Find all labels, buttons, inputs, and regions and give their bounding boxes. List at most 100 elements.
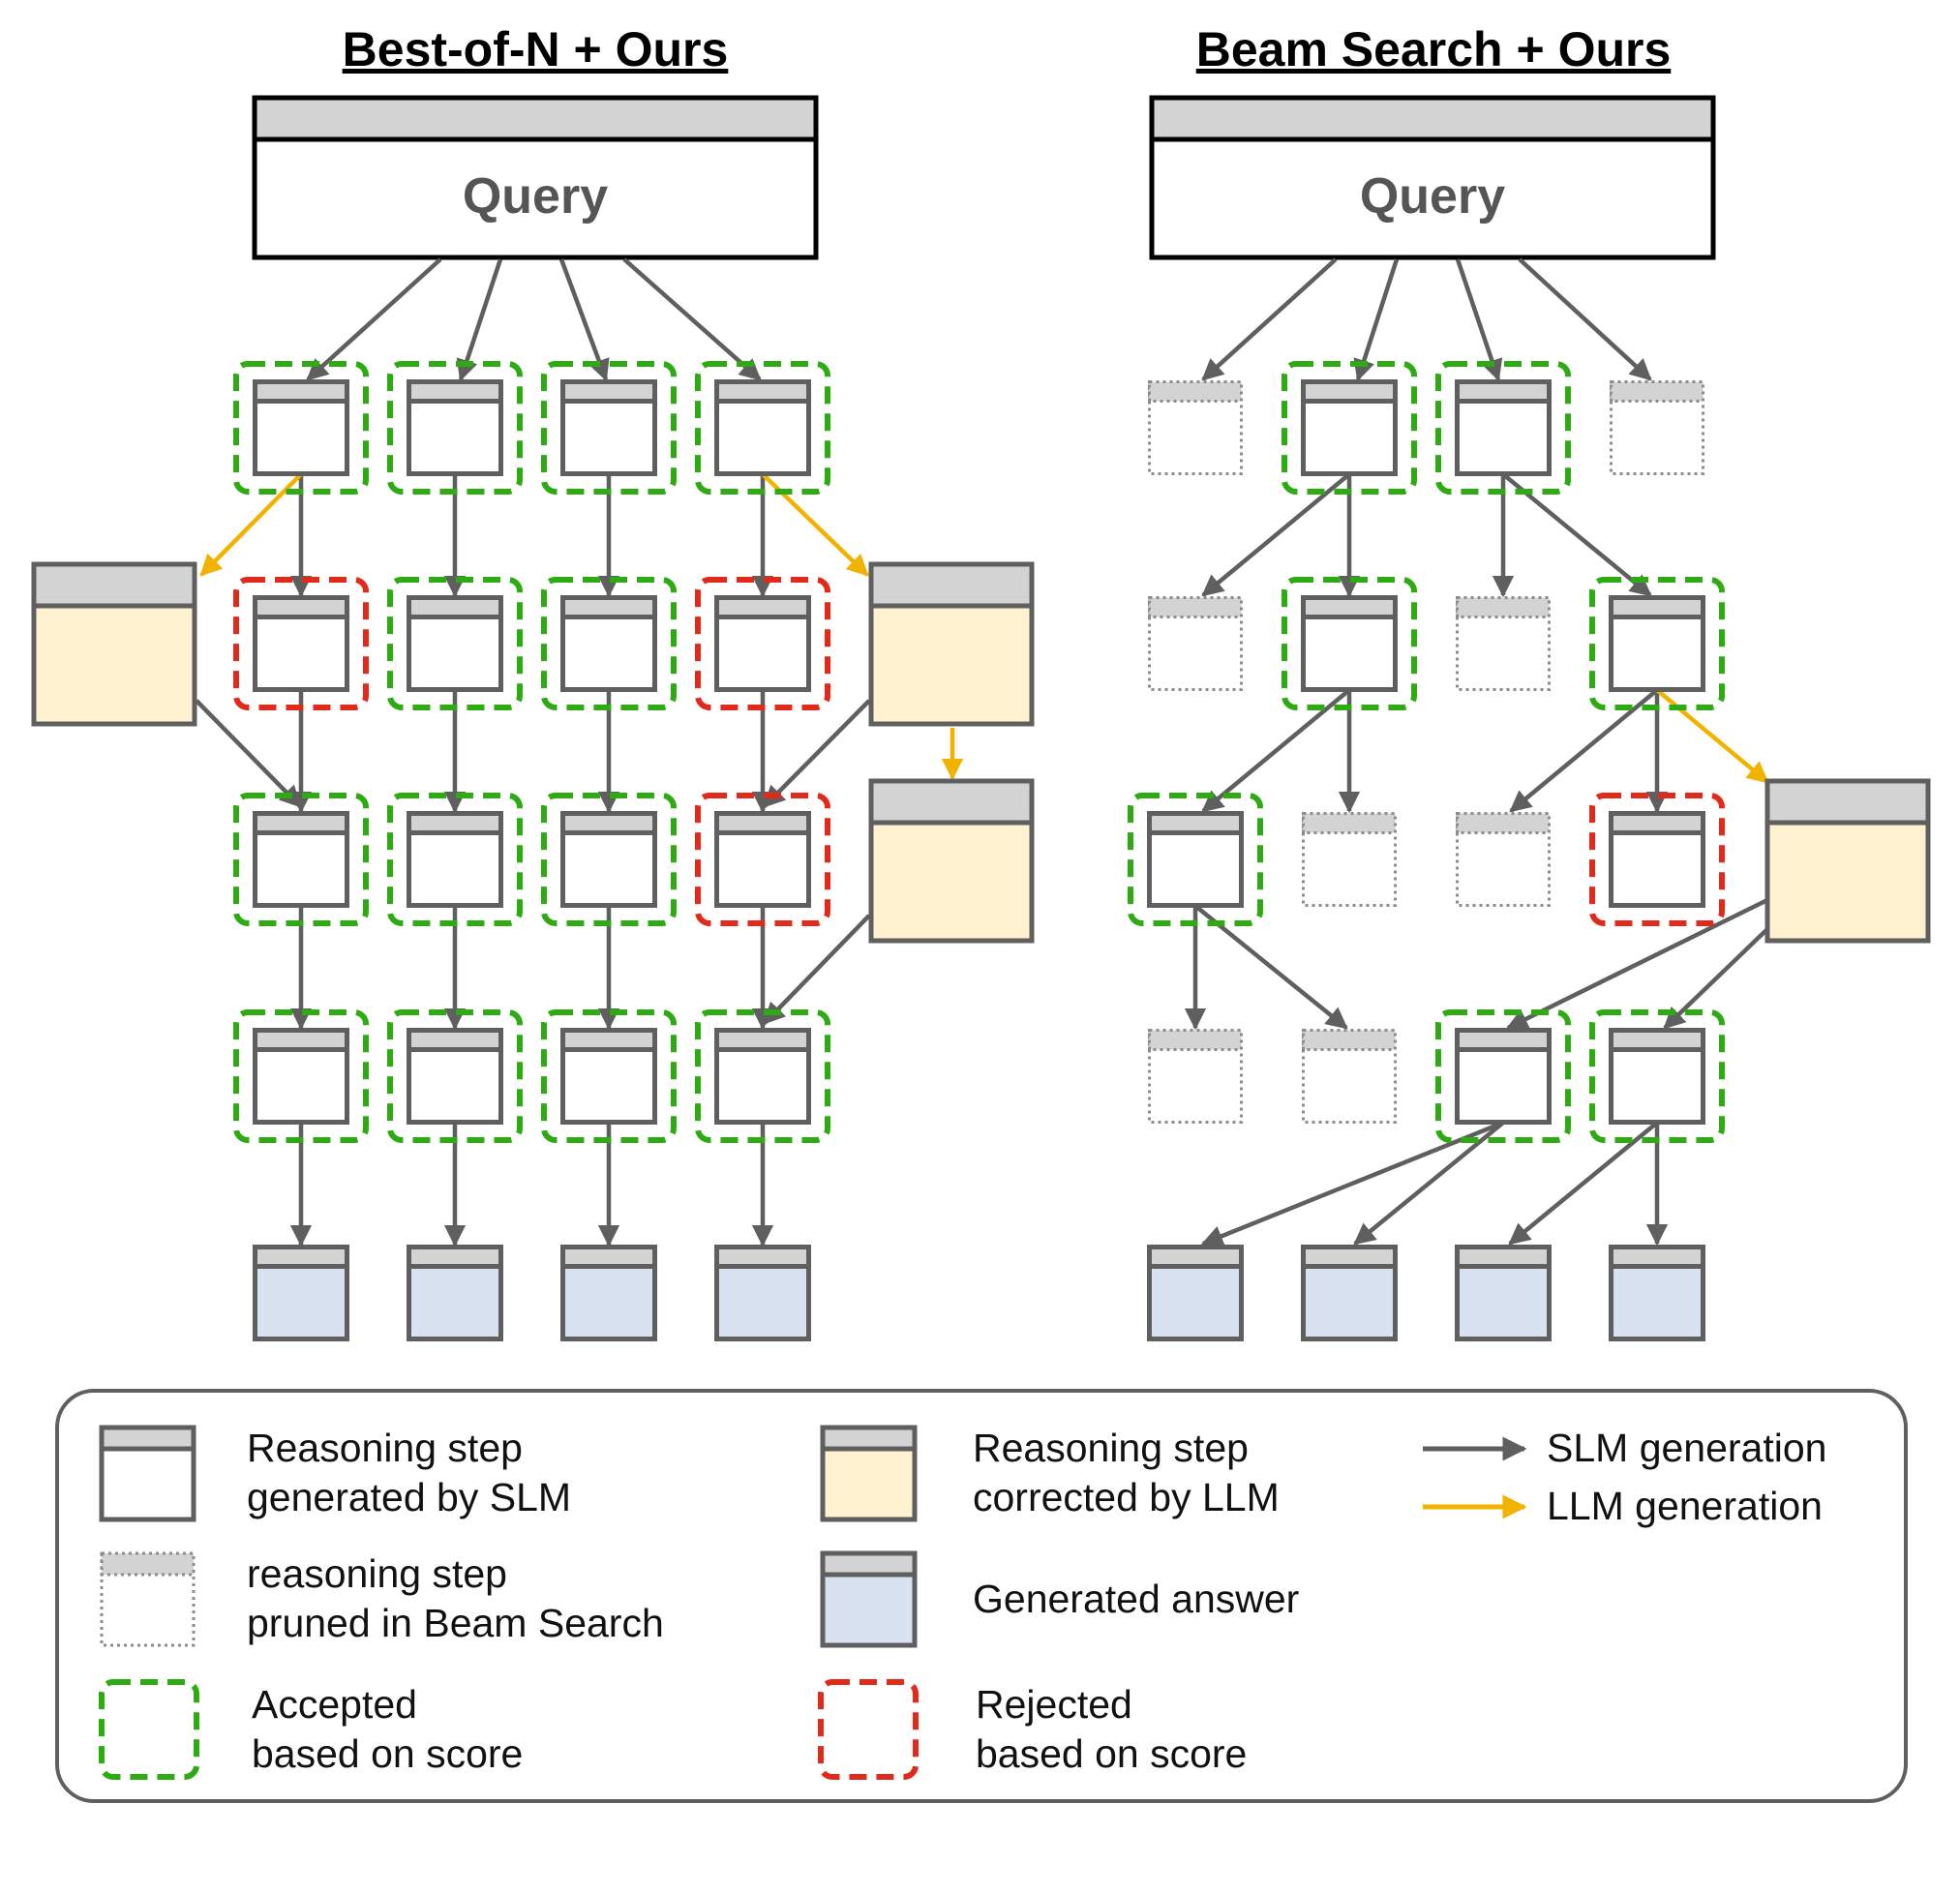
nodes-layer bbox=[31, 361, 1931, 1341]
step-header bbox=[407, 1245, 503, 1269]
beam-pruned-step bbox=[1148, 380, 1243, 475]
beam-pruned-step bbox=[1302, 1029, 1397, 1124]
bon-step bbox=[714, 1028, 811, 1125]
slm-generation-arrow bbox=[1201, 472, 1351, 597]
step-header bbox=[560, 1245, 657, 1269]
legend-box-header bbox=[820, 1550, 918, 1578]
accepted-frame bbox=[387, 361, 523, 495]
step-header bbox=[253, 1028, 349, 1052]
beam-pruned-step bbox=[1302, 812, 1397, 907]
llm-step-header bbox=[31, 561, 197, 609]
step-header bbox=[560, 595, 657, 619]
accepted-frame bbox=[1435, 361, 1571, 495]
slm-generation-arrow bbox=[622, 257, 762, 381]
legend-accepted-label: Accepted based on score bbox=[252, 1682, 523, 1776]
pruned-step-header bbox=[1610, 380, 1704, 403]
bon-step bbox=[407, 1028, 503, 1125]
bon-step bbox=[560, 379, 657, 476]
llm-step-header bbox=[868, 561, 1035, 609]
beam-step bbox=[1455, 1028, 1552, 1125]
legend-rejected-icon bbox=[818, 1679, 919, 1780]
slm-generation-arrow bbox=[763, 914, 871, 1025]
pruned-step-header bbox=[1302, 812, 1397, 834]
bon-llm-step bbox=[868, 561, 1035, 727]
beam-step bbox=[1301, 379, 1398, 476]
step-header bbox=[560, 379, 657, 404]
beam-answer bbox=[1455, 1245, 1552, 1341]
accepted-frame bbox=[387, 1009, 523, 1143]
step-header bbox=[560, 811, 657, 835]
step-header bbox=[407, 595, 503, 619]
step-header bbox=[1455, 1028, 1552, 1052]
bon-step bbox=[407, 379, 503, 476]
step-header bbox=[1609, 811, 1705, 835]
slm-generation-arrow bbox=[456, 258, 503, 382]
step-header bbox=[1609, 1245, 1705, 1269]
slm-generation-arrow bbox=[1663, 927, 1769, 1030]
step-header bbox=[253, 379, 349, 404]
step-header bbox=[1301, 595, 1398, 619]
step-header bbox=[560, 1028, 657, 1052]
beam-step bbox=[1609, 1028, 1705, 1125]
beam-step bbox=[1609, 595, 1705, 692]
llm-step-header bbox=[868, 778, 1035, 826]
accepted-frame bbox=[1589, 1009, 1725, 1143]
beam-answer bbox=[1147, 1245, 1244, 1341]
left-panel-title: Best-of-N + Ours bbox=[343, 22, 729, 76]
slm-generation-arrow bbox=[1201, 688, 1351, 813]
accepted-frame bbox=[695, 1009, 830, 1143]
beam-llm-step bbox=[1764, 778, 1931, 944]
accepted-frame bbox=[541, 577, 677, 710]
step-header bbox=[714, 379, 811, 404]
accepted-frame bbox=[233, 361, 369, 495]
beam-pruned-step bbox=[1456, 596, 1551, 691]
legend-llm-arrow-label: LLM generation bbox=[1547, 1484, 1823, 1528]
legend-frame bbox=[55, 1389, 1908, 1803]
legend-llm-step-label: Reasoning step corrected by LLM bbox=[973, 1426, 1280, 1519]
accepted-frame bbox=[1589, 577, 1725, 710]
legend-accepted-icon bbox=[99, 1679, 199, 1780]
step-header bbox=[1609, 595, 1705, 619]
slm-generation-arrow bbox=[195, 699, 302, 808]
accepted-frame bbox=[233, 1009, 369, 1143]
accepted-frame bbox=[1435, 1009, 1571, 1143]
step-header bbox=[1609, 1028, 1705, 1052]
bon-answer bbox=[253, 1245, 349, 1341]
bon-step bbox=[714, 595, 811, 692]
legend-slm-step-label: Reasoning step generated by SLM bbox=[247, 1426, 571, 1519]
legend-icons bbox=[99, 1425, 1527, 1780]
legend-pruned-header bbox=[100, 1551, 196, 1577]
beam-step bbox=[1609, 811, 1705, 908]
slm-generation-arrow bbox=[1201, 257, 1338, 381]
accepted-frame bbox=[387, 793, 523, 926]
rejected-frame bbox=[695, 577, 830, 710]
legend-rejected-label: Rejected based on score bbox=[976, 1682, 1247, 1776]
legend-slm-arrow-label: SLM generation bbox=[1547, 1426, 1826, 1470]
slm-generation-arrow bbox=[1353, 1121, 1505, 1246]
step-header bbox=[714, 595, 811, 619]
accepted-frame bbox=[1128, 793, 1263, 926]
slm-generation-arrow bbox=[558, 258, 610, 382]
bon-answer bbox=[560, 1245, 657, 1341]
pruned-step-header bbox=[1456, 812, 1551, 834]
step-header bbox=[407, 379, 503, 404]
step-header bbox=[1147, 811, 1244, 835]
slm-generation-arrow bbox=[1518, 257, 1652, 381]
pruned-step-header bbox=[1456, 596, 1551, 618]
legend-slm-step-icon bbox=[99, 1425, 196, 1522]
step-header bbox=[407, 1028, 503, 1052]
step-header bbox=[1455, 1245, 1552, 1269]
pruned-step-header bbox=[1148, 1029, 1243, 1051]
legend-llm-step-icon bbox=[820, 1425, 918, 1522]
accepted-frame bbox=[1282, 361, 1417, 495]
legend-answer-icon bbox=[820, 1550, 918, 1648]
right-query-box: Query bbox=[1149, 95, 1716, 260]
step-header bbox=[407, 811, 503, 835]
rejected-frame bbox=[695, 793, 830, 926]
bon-answer bbox=[407, 1245, 503, 1341]
beam-pruned-step bbox=[1456, 812, 1551, 907]
left-query-label: Query bbox=[463, 168, 608, 225]
legend: Reasoning step generated by SLM reasonin… bbox=[55, 1389, 1908, 1803]
left-query-box: Query bbox=[252, 95, 819, 260]
